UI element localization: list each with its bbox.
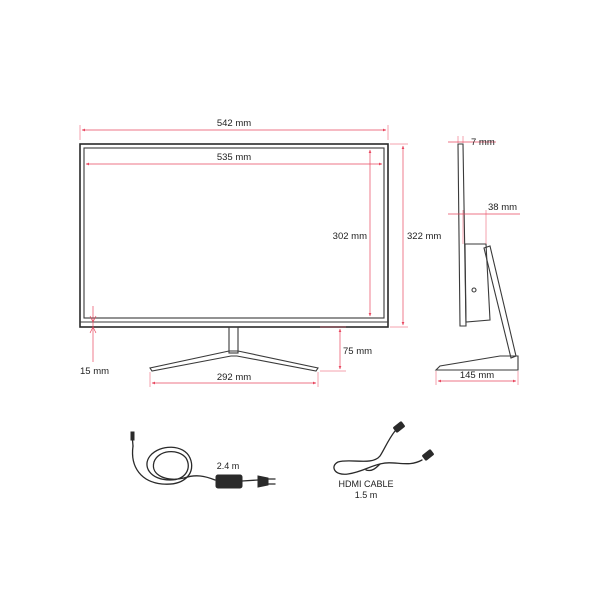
label-hdmi-cable-length: 1.5 m xyxy=(355,490,378,500)
dc-plug-icon xyxy=(130,431,135,441)
power-cable-accessory: 2.4 m xyxy=(130,431,276,489)
label-base-clearance: 75 mm xyxy=(343,346,372,357)
label-screen-width: 535 mm xyxy=(217,152,251,163)
label-overall-height: 322 mm xyxy=(407,231,441,242)
wall-plug-icon xyxy=(257,475,269,488)
side-panel xyxy=(457,143,467,327)
label-base-depth: 145 mm xyxy=(460,370,494,381)
front-view: 542 mm 535 mm 302 mm 322 mm 75 mm 15 mm … xyxy=(79,118,441,387)
hdmi-connector-right-icon xyxy=(422,449,434,461)
hdmi-connector-top-icon xyxy=(393,421,405,433)
label-housing-depth: 38 mm xyxy=(488,202,517,213)
side-housing xyxy=(464,243,491,323)
label-panel-depth: 7 mm xyxy=(471,137,495,148)
stand-base xyxy=(149,350,319,372)
label-hdmi-cable: HDMI CABLE xyxy=(338,479,393,489)
label-screen-height: 302 mm xyxy=(333,231,367,242)
label-bottom-bezel: 15 mm xyxy=(80,366,109,377)
hdmi-cable-accessory: HDMI CABLE 1.5 m xyxy=(333,421,434,500)
hdmi-cable-coil xyxy=(333,430,423,475)
monitor-screen xyxy=(83,147,385,319)
power-adapter-brick xyxy=(215,474,243,489)
stand-neck xyxy=(228,326,239,354)
side-view: 7 mm 38 mm 145 mm xyxy=(434,136,520,385)
label-overall-width: 542 mm xyxy=(217,118,251,129)
power-cable-coil xyxy=(131,445,193,485)
side-stand-base xyxy=(434,355,519,371)
label-base-width: 292 mm xyxy=(217,372,251,383)
label-power-cable-length: 2.4 m xyxy=(217,461,240,471)
